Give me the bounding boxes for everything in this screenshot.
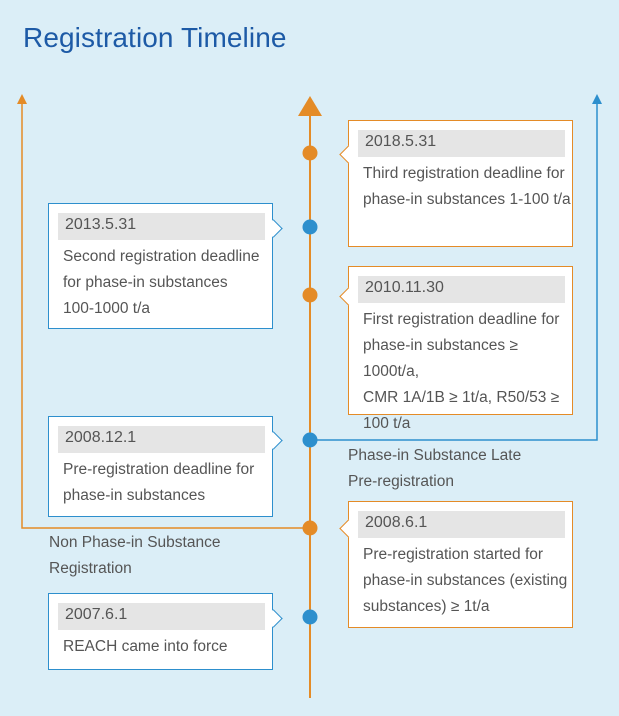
- late-preregistration-path: [310, 102, 598, 441]
- non-phase-in-label: Non Phase-in Substance Registration: [49, 530, 220, 582]
- page-title: Registration Timeline: [23, 22, 287, 53]
- event-dot-2013-5-31: [302, 219, 318, 235]
- event-description-line: for phase-in substances: [63, 274, 228, 291]
- event-description: REACH came into force: [63, 634, 228, 660]
- event-description-line: First registration deadline for: [363, 311, 560, 328]
- event-description-line: 100-1000 t/a: [63, 300, 151, 317]
- non-phase-in-arrowhead: [17, 94, 27, 104]
- late-preregistration-label: Phase-in Substance Late Pre-registration: [348, 443, 521, 495]
- event-description-line: CMR 1A/1B ≥ 1t/a, R50/53 ≥: [363, 389, 560, 406]
- event-description: Pre-registration started for phase-in su…: [363, 542, 567, 620]
- event-description: Second registration deadline for phase-i…: [63, 244, 259, 322]
- event-card-2007-6-1: 2007.6.1 REACH came into force: [48, 593, 283, 670]
- event-dot-2018-5-31: [302, 145, 318, 161]
- side-label-line: Registration: [49, 560, 132, 577]
- event-description-line: Pre-registration started for: [363, 546, 544, 563]
- event-description: First registration deadline for phase-in…: [363, 307, 572, 437]
- late-preregistration-arrowhead: [592, 94, 602, 104]
- event-date: 2008.12.1: [58, 426, 265, 453]
- event-dot-2007-6-1: [302, 609, 318, 625]
- event-date: 2010.11.30: [358, 276, 565, 303]
- event-description: Third registration deadline for phase-in…: [363, 161, 571, 213]
- event-dot-2010-11-30: [302, 287, 318, 303]
- event-date: 2008.6.1: [358, 511, 565, 538]
- event-description: Pre-registration deadline for phase-in s…: [63, 457, 254, 509]
- side-label-line: Non Phase-in Substance: [49, 534, 221, 551]
- event-description-line: phase-in substances 1-100 t/a: [363, 191, 571, 208]
- event-description-line: phase-in substances ≥ 1000t/a,: [363, 337, 518, 380]
- event-card-2013-5-31: 2013.5.31 Second registration deadline f…: [48, 203, 283, 329]
- event-description-line: substances) ≥ 1t/a: [363, 598, 490, 615]
- side-label-line: Phase-in Substance Late: [348, 447, 522, 464]
- side-label-line: Pre-registration: [348, 473, 454, 490]
- event-description-line: Pre-registration deadline for: [63, 461, 255, 478]
- event-card-2008-12-1: 2008.12.1 Pre-registration deadline for …: [48, 416, 283, 517]
- event-description-line: 100 t/a: [363, 415, 411, 432]
- event-dot-2008-6-1: [302, 520, 318, 536]
- event-date: 2018.5.31: [358, 130, 565, 157]
- event-description-line: REACH came into force: [63, 638, 228, 655]
- event-card-2010-11-30: 2010.11.30 First registration deadline f…: [338, 266, 573, 432]
- event-card-2018-5-31: 2018.5.31 Third registration deadline fo…: [338, 120, 573, 247]
- event-description-line: phase-in substances: [63, 487, 206, 504]
- event-date: 2013.5.31: [58, 213, 265, 240]
- event-description-line: phase-in substances (existing: [363, 572, 568, 589]
- event-description-line: Second registration deadline: [63, 248, 260, 265]
- event-date: 2007.6.1: [58, 603, 265, 630]
- event-description-line: Third registration deadline for: [363, 165, 565, 182]
- event-dot-2008-12-1: [302, 432, 318, 448]
- timeline-axis-arrowhead: [298, 96, 322, 116]
- event-card-2008-6-1: 2008.6.1 Pre-registration started for ph…: [338, 501, 573, 628]
- non-phase-in-path: [21, 102, 310, 529]
